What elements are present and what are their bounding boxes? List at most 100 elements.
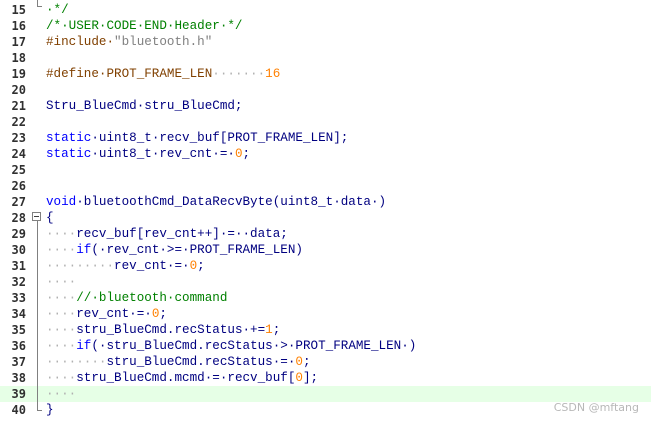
code-line[interactable]: 39 ···· — [0, 386, 651, 402]
code-text: ····stru_BlueCmd.recStatus·+=1; — [46, 322, 280, 338]
line-number: 36 — [11, 339, 26, 353]
code-token: 0 — [295, 371, 303, 385]
code-token: ···· — [46, 243, 77, 257]
code-token: ···· — [46, 275, 77, 289]
code-text: /*·USER·CODE·END·Header·*/ — [46, 18, 243, 34]
code-text: ···· — [46, 274, 76, 290]
code-line[interactable]: 40} — [0, 402, 651, 418]
code-token: Stru_BlueCmd·stru_BlueCmd; — [46, 99, 243, 113]
code-text: ···· — [46, 386, 76, 402]
code-token: #include· — [46, 35, 115, 49]
code-token: ········· — [46, 259, 115, 273]
code-line[interactable]: 16 /*·USER·CODE·END·Header·*/ — [0, 18, 651, 34]
line-number: 23 — [11, 131, 26, 145]
code-line[interactable]: 18 — [0, 50, 651, 66]
code-line[interactable]: 20 — [0, 82, 651, 98]
code-line[interactable]: 30····if(·rev_cnt·>=·PROT_FRAME_LEN) — [0, 242, 651, 258]
code-token: //·bluetooth·command — [76, 291, 228, 305]
line-number: 15 — [11, 3, 26, 17]
code-token: "bluetooth.h" — [114, 35, 213, 49]
code-token: 0 — [234, 147, 243, 161]
fold-end-marker — [37, 410, 42, 411]
code-text: } — [46, 402, 54, 418]
fold-guide-top — [37, 0, 38, 6]
code-token: ···· — [46, 339, 77, 353]
code-line[interactable]: 17#include·"bluetooth.h" — [0, 34, 651, 50]
code-text: ····stru_BlueCmd.mcmd·=·recv_buf[0]; — [46, 370, 318, 386]
code-line[interactable]: 22 — [0, 114, 651, 130]
line-number: 32 — [11, 275, 26, 289]
line-number: 31 — [11, 259, 26, 273]
code-token: 0 — [151, 307, 160, 321]
code-token: ·uint8_t·rev_cnt·=· — [91, 147, 235, 161]
line-number: 22 — [11, 115, 26, 129]
line-number: 34 — [11, 307, 26, 321]
code-line[interactable]: 34 ····rev_cnt·=·0; — [0, 306, 651, 322]
code-token: ; — [302, 355, 311, 369]
code-line[interactable]: 32 ···· — [0, 274, 651, 290]
code-line[interactable]: 37 ········stru_BlueCmd.recStatus·=·0; — [0, 354, 651, 370]
code-text: #define·PROT_FRAME_LEN·······16 — [46, 66, 280, 82]
code-text: ·········rev_cnt·=·0; — [46, 258, 205, 274]
code-token: (·rev_cnt·>=·PROT_FRAME_LEN) — [91, 243, 303, 257]
code-line[interactable]: 33 ····//·bluetooth·command — [0, 290, 651, 306]
code-token: ···· — [46, 291, 77, 305]
code-token: recv_buf[rev_cnt++]·=··data; — [76, 227, 288, 241]
code-line[interactable]: 29····recv_buf[rev_cnt++]·=··data; — [0, 226, 651, 242]
code-token: ···· — [46, 371, 77, 385]
line-number: 40 — [11, 403, 26, 417]
code-token: ···· — [46, 307, 77, 321]
code-token: ·*/ — [46, 3, 69, 17]
watermark: CSDN @mftang — [553, 401, 639, 414]
code-token: ·uint8_t·recv_buf[PROT_FRAME_LEN]; — [91, 131, 349, 145]
code-text: void·bluetoothCmd_DataRecvByte(uint8_t·d… — [46, 194, 386, 210]
code-token: ; — [159, 307, 167, 321]
code-line[interactable]: 28 { — [0, 210, 651, 226]
line-number: 27 — [11, 195, 26, 209]
code-line[interactable]: 31 ·········rev_cnt·=·0; — [0, 258, 651, 274]
code-token: ···· — [46, 387, 77, 401]
line-number: 28 — [11, 211, 26, 225]
code-text: ········stru_BlueCmd.recStatus·=·0; — [46, 354, 311, 370]
line-number: 35 — [11, 323, 26, 337]
fold-margin — [32, 0, 44, 422]
line-number: 16 — [11, 19, 26, 33]
code-token: { — [46, 211, 54, 225]
fold-collapse-icon[interactable] — [32, 212, 41, 221]
code-line[interactable]: 38 ····stru_BlueCmd.mcmd·=·recv_buf[0]; — [0, 370, 651, 386]
code-line[interactable]: 27 void·bluetoothCmd_DataRecvByte(uint8_t… — [0, 194, 651, 210]
line-number: 26 — [11, 179, 26, 193]
fold-end-marker-top — [37, 6, 42, 7]
code-line[interactable]: 15 ·*/ — [0, 2, 651, 18]
code-token: rev_cnt·=· — [76, 307, 152, 321]
code-line[interactable]: 35 ····stru_BlueCmd.recStatus·+=1; — [0, 322, 651, 338]
line-number: 33 — [11, 291, 26, 305]
code-token: ···· — [46, 227, 77, 241]
code-token: } — [46, 403, 54, 417]
code-line[interactable]: 25 — [0, 162, 651, 178]
line-number: 37 — [11, 355, 26, 369]
code-line[interactable]: 36 ····if(·stru_BlueCmd.recStatus·>·PROT_… — [0, 338, 651, 354]
line-number: 38 — [11, 371, 26, 385]
code-line[interactable]: 19#define·PROT_FRAME_LEN·······16 — [0, 66, 651, 82]
code-token: 0 — [189, 259, 198, 273]
line-number: 30 — [11, 243, 26, 257]
code-text: ·*/ — [46, 2, 69, 18]
line-number: 25 — [11, 163, 26, 177]
line-number: 18 — [11, 51, 26, 65]
code-token: ·bluetoothCmd_DataRecvByte(uint8_t·data·… — [76, 195, 387, 209]
code-line[interactable]: 26 — [0, 178, 651, 194]
code-token: void — [46, 195, 77, 209]
code-token: ; — [197, 259, 205, 273]
line-number: 39 — [11, 387, 26, 401]
code-token: ······· — [212, 67, 266, 81]
code-text: ····if(·stru_BlueCmd.recStatus·>·PROT_FR… — [46, 338, 416, 354]
code-token: stru_BlueCmd.recStatus·=· — [106, 355, 296, 369]
code-text: Stru_BlueCmd·stru_BlueCmd; — [46, 98, 243, 114]
code-token: ········ — [46, 355, 107, 369]
code-token: if — [76, 339, 92, 353]
